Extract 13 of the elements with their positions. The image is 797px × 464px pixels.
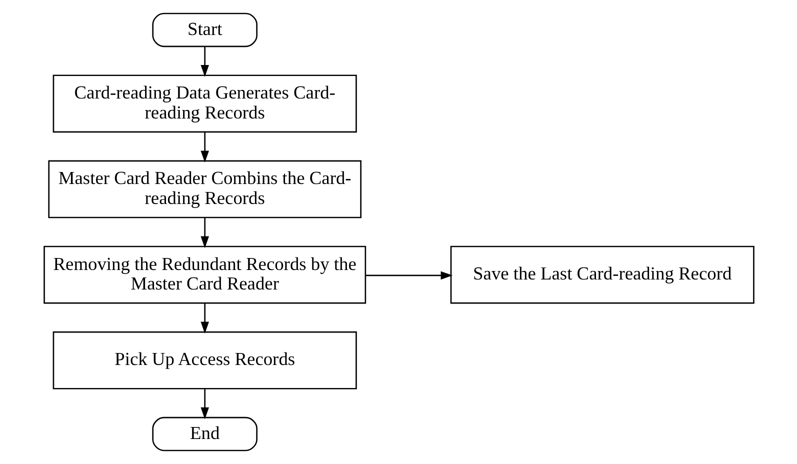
- node-box: Pick Up Access Records: [52, 331, 356, 390]
- arrow: [200, 303, 208, 334]
- node-box: Start: [152, 12, 257, 48]
- arrow: [200, 46, 208, 77]
- node-box: Master Card Reader Combins the Card-reading Records: [48, 160, 361, 218]
- arrow: [365, 271, 452, 280]
- node-box: End: [152, 416, 257, 452]
- node-box: Removing the Redundant Records by the Master Card Reader: [43, 246, 366, 304]
- node-box: Card-reading Data Generates Card-reading Records: [52, 74, 356, 133]
- arrow: [200, 389, 208, 420]
- arrow: [200, 132, 208, 163]
- arrow: [200, 218, 208, 248]
- node-box: Save the Last Card-reading Record: [450, 246, 754, 304]
